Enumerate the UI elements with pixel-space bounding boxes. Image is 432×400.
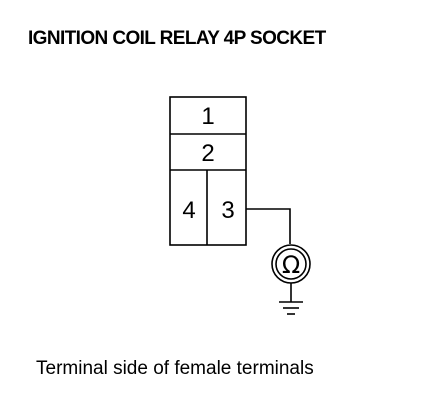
terminal-4-label: 4: [182, 197, 195, 224]
terminal-2-label: 2: [201, 140, 214, 167]
probe-wire-top: [246, 208, 291, 244]
ground-symbol-icon: [279, 301, 303, 315]
terminal-3-label: 3: [221, 197, 234, 224]
ohmmeter-icon: Ω: [271, 244, 311, 284]
diagram-caption: Terminal side of female terminals: [36, 358, 314, 379]
terminal-1-label: 1: [201, 103, 214, 130]
ohm-symbol: Ω: [282, 251, 300, 279]
connector-outline: [169, 96, 247, 246]
diagram-title: IGNITION COIL RELAY 4P SOCKET: [28, 28, 326, 49]
